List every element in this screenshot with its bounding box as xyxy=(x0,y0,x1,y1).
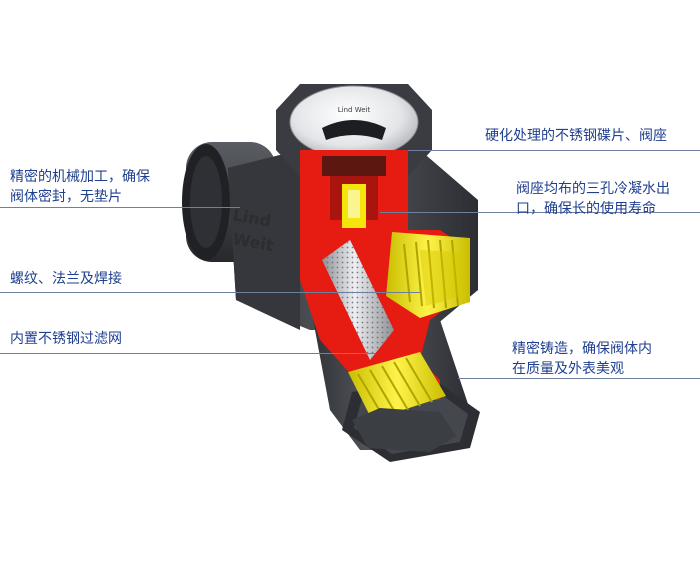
label-machining-line-1: 精密的机械加工，确保 xyxy=(10,169,150,185)
cutaway-section xyxy=(300,150,470,400)
label-casting-line-1: 精密铸造，确保阀体内 xyxy=(512,341,652,357)
cap-brand-text: Lind Weit xyxy=(338,106,371,114)
label-casting-line-2: 在质量及外表美观 xyxy=(512,361,624,377)
leader-line-connections xyxy=(0,292,420,293)
leader-line-disc-seat xyxy=(408,150,700,151)
label-connections: 螺纹、法兰及焊接 xyxy=(10,271,122,287)
label-seat-holes-line-1: 阀座均布的三孔冷凝水出 xyxy=(516,181,670,197)
label-machining-line-2: 阀体密封，无垫片 xyxy=(10,189,122,205)
leader-line-machining xyxy=(0,207,240,208)
leader-line-strainer xyxy=(0,353,375,354)
leader-line-casting xyxy=(458,378,700,379)
label-disc-seat: 硬化处理的不锈钢碟片、阀座 xyxy=(485,128,667,144)
strainer-screen xyxy=(322,240,394,360)
threaded-outlet xyxy=(386,232,470,318)
bottom-plug-thread xyxy=(348,352,446,420)
label-strainer: 内置不锈钢过滤网 xyxy=(10,331,122,347)
base-nut xyxy=(352,408,456,452)
leader-line-seat-holes xyxy=(380,212,700,213)
label-seat-holes-line-2: 口，确保长的使用寿命 xyxy=(516,201,656,217)
